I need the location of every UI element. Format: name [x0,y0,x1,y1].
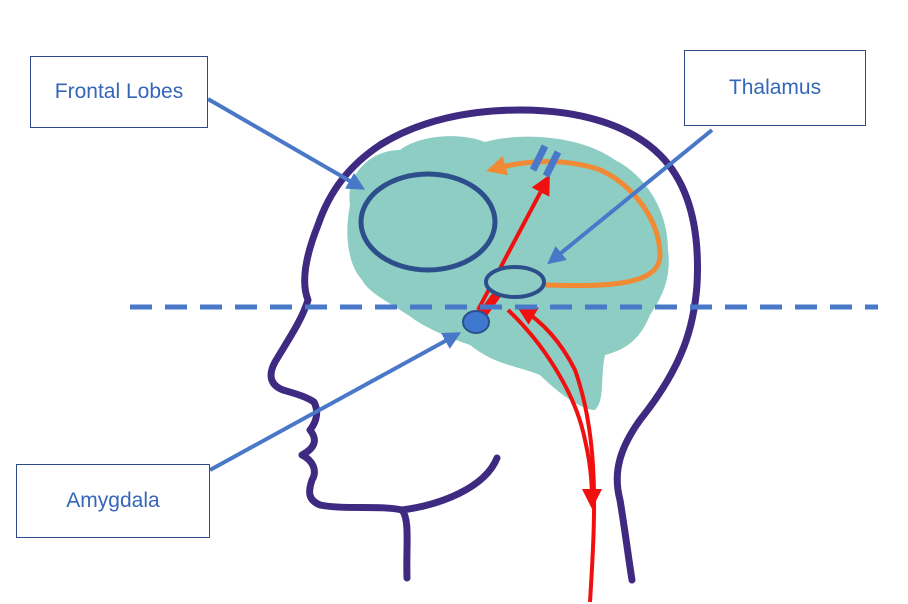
frontal-lobes-pointer-arrow [206,97,366,190]
chin-curve [398,454,501,514]
frontal-lobes-label-box: Frontal Lobes [30,56,208,128]
thalamus-pointer-arrow [547,128,714,265]
head-outline [267,106,701,584]
cortical-loop-path [486,155,663,289]
thalamus-label: Thalamus [728,76,822,99]
sensory-input-path [516,305,597,603]
descending-response-path [506,308,602,509]
amygdala-label: Amygdala [66,489,160,512]
amygdala-pointer-arrow [209,332,462,472]
amygdala-label-box: Amygdala [16,464,210,538]
frontal-lobes-label: Frontal Lobes [54,80,184,103]
amygdala-dot [462,310,490,334]
block-bar-2 [542,150,562,178]
thalamus-outline [484,265,546,299]
block-bar-1 [529,144,549,172]
frontal-lobes-outline [358,171,498,273]
thalamus-label-box: Thalamus [684,50,866,126]
